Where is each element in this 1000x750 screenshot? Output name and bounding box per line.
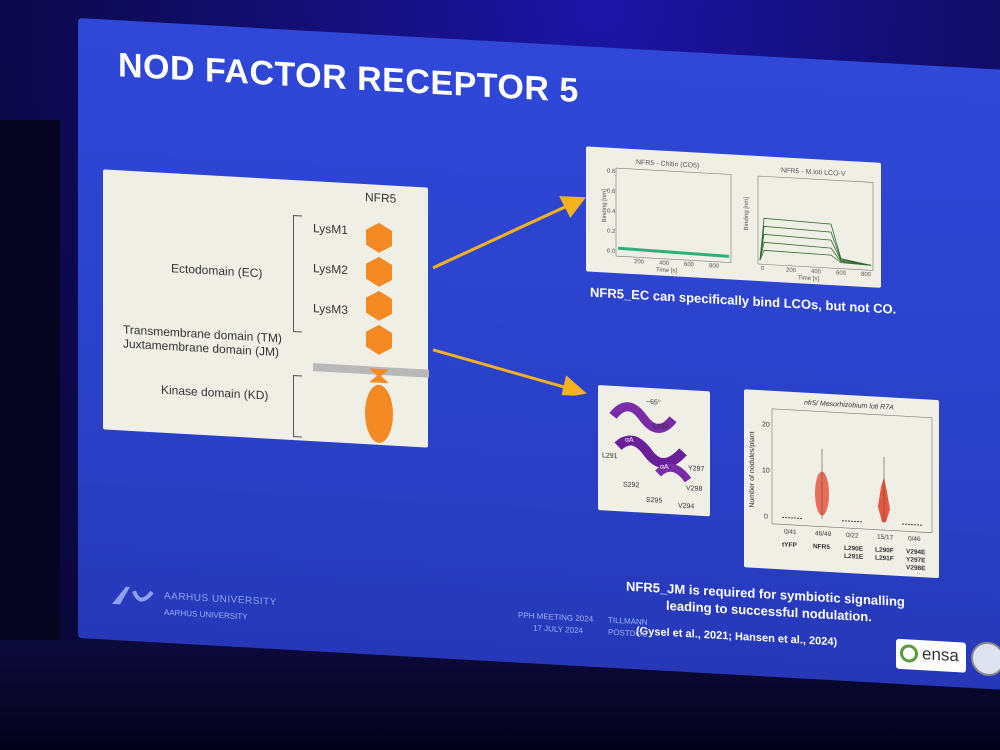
university-name: AARHUS UNIVERSITY — [164, 590, 277, 609]
presenter-name: TILLMANN — [608, 615, 648, 627]
residue-l291: L291 — [602, 452, 618, 460]
co5-trace — [617, 246, 730, 258]
nod-group-ratio: 0/22 — [846, 532, 859, 540]
binding-plots-svg: NFR5 - Chitin (CO5) NFR5 - M.loti LCO-V … — [602, 159, 874, 282]
binding-ytick: 0.0 — [607, 249, 616, 255]
binding-xtick-left: 600 — [684, 262, 695, 269]
binding-xtick-left: 400 — [659, 260, 670, 267]
nod-group-label: Y297E — [906, 556, 926, 564]
meeting-name: PPH MEETING 2024 — [518, 610, 594, 624]
lysm1-label: LysM1 — [313, 221, 348, 238]
nod-group-label: tYFP — [782, 541, 797, 549]
nod-group-label: L290F — [875, 547, 894, 555]
kd-bracket — [293, 375, 302, 438]
nod-group-ratio: 0/41 — [784, 528, 797, 536]
nod-group-ratio: 46/49 — [815, 530, 832, 538]
lysm2-hexagon — [366, 256, 392, 287]
caption-ec: NFR5_EC can specifically bind LCOs, but … — [590, 284, 897, 317]
left-xlabel: Time [s] — [656, 267, 677, 274]
binding-xtick-left: 200 — [634, 259, 645, 266]
nod-ytick-20: 20 — [762, 421, 770, 428]
residue-v298: V298 — [686, 485, 702, 493]
angle-label: ~65° — [646, 398, 661, 407]
presenter-role: POSTDOC — [608, 627, 648, 639]
slide-title: NOD FACTOR RECEPTOR 5 — [118, 46, 579, 110]
lysm3-label: LysM3 — [313, 301, 348, 318]
binding-ytick: 0.2 — [607, 229, 616, 235]
l290e-zero — [842, 520, 862, 523]
membrane-bar — [313, 363, 429, 378]
binding-xtick-right: 800 — [861, 272, 872, 279]
right-ylabel: Binding [nm] — [744, 197, 750, 231]
university-seal-icon — [971, 640, 1000, 677]
binding-ytick: 0.4 — [607, 209, 616, 215]
kinase-label: Kinase domain (KD) — [161, 382, 269, 403]
residue-y297: Y297 — [688, 465, 704, 473]
nod-group-ratio: 15/17 — [877, 534, 894, 542]
arrow-to-binding — [432, 196, 586, 270]
binding-ytick: 0.6 — [607, 189, 616, 195]
left-plot-title: NFR5 - Chitin (CO5) — [636, 159, 699, 170]
binding-xtick-right: 0 — [761, 266, 765, 272]
structure-panel: ~65° L290 L291 S292 S295 Y297 V298 V294 … — [598, 385, 710, 517]
nod-ylabel: Number of nodules/plant — [749, 431, 756, 508]
residue-s295: S295 — [646, 497, 662, 505]
structure-svg: ~65° L290 L291 S292 S295 Y297 V298 V294 … — [602, 398, 704, 511]
protein-label: NFR5 — [365, 190, 397, 206]
helix-label-2: αA — [660, 464, 669, 471]
ensa-logo: ensa — [896, 638, 966, 673]
ec-bracket — [293, 215, 302, 333]
binding-xtick-right: 600 — [836, 270, 847, 277]
ensa-ring-icon — [900, 643, 918, 663]
arrow-to-structure — [432, 348, 587, 397]
nod-group-label: L290E — [844, 545, 864, 553]
ensa-text: ensa — [922, 644, 959, 666]
residue-v294: V294 — [678, 503, 694, 511]
left-ylabel: Binding [nm] — [602, 189, 608, 223]
binding-xtick-right: 400 — [811, 269, 822, 276]
ectodomain-label: Ectodomain (EC) — [171, 261, 263, 281]
binding-xtick-left: 800 — [709, 263, 720, 270]
residue-l290: L290 — [653, 423, 669, 431]
projected-slide: NOD FACTOR RECEPTOR 5 NFR5 LysM1 LysM2 L… — [78, 18, 1000, 695]
helix-label-1: αA — [625, 437, 634, 444]
nodulation-panel: nfr5/ Mesorhizobium loti R7A Number of n… — [744, 389, 939, 579]
arrows — [432, 196, 587, 397]
nod-group-label: V298E — [906, 564, 926, 572]
lysm3-hexagon — [366, 290, 392, 321]
nod-ytick-10: 10 — [762, 467, 770, 474]
citation: (Gysel et al., 2021; Hansen et al., 2024… — [636, 625, 838, 649]
kinase-ellipse — [365, 384, 393, 444]
binding-plots-panel: NFR5 - Chitin (CO5) NFR5 - M.loti LCO-V … — [586, 146, 881, 288]
nod-plot-title: nfr5/ Mesorhizobium loti R7A — [804, 400, 894, 412]
meeting-date: 17 JULY 2024 — [533, 623, 583, 636]
right-plot-title: NFR5 - M.loti LCO-V — [781, 167, 846, 178]
binding-xtick-right: 200 — [786, 268, 797, 275]
university-sub: AARHUS UNIVERSITY — [164, 607, 248, 622]
nod-group-label: NFR5 — [813, 543, 830, 551]
juxtamembrane-shape — [369, 368, 389, 383]
nod-group-ratio: 0/46 — [908, 535, 921, 543]
nodulation-svg: nfr5/ Mesorhizobium loti R7A Number of n… — [749, 400, 933, 572]
tyfp-zero — [782, 516, 802, 519]
domain-diagram-panel: NFR5 LysM1 LysM2 LysM3 Ectodomain (EC) T… — [103, 169, 429, 448]
lysm1-hexagon — [366, 222, 392, 253]
binding-ytick: 0.8 — [607, 169, 616, 175]
nod-ytick-0: 0 — [764, 513, 768, 520]
right-xlabel: Time [s] — [798, 275, 819, 282]
lco-traces — [759, 217, 872, 266]
audience-silhouette — [0, 120, 60, 640]
residue-s292: S292 — [623, 481, 639, 489]
lysm2-label: LysM2 — [313, 261, 348, 278]
aarhus-logo-icon — [112, 586, 154, 605]
nod-group-label: L291F — [875, 555, 894, 563]
lysm3b-hexagon — [366, 324, 392, 355]
v294e-zero — [902, 523, 922, 526]
nod-group-label: L291E — [844, 553, 864, 561]
nod-group-label: V294E — [906, 548, 926, 556]
